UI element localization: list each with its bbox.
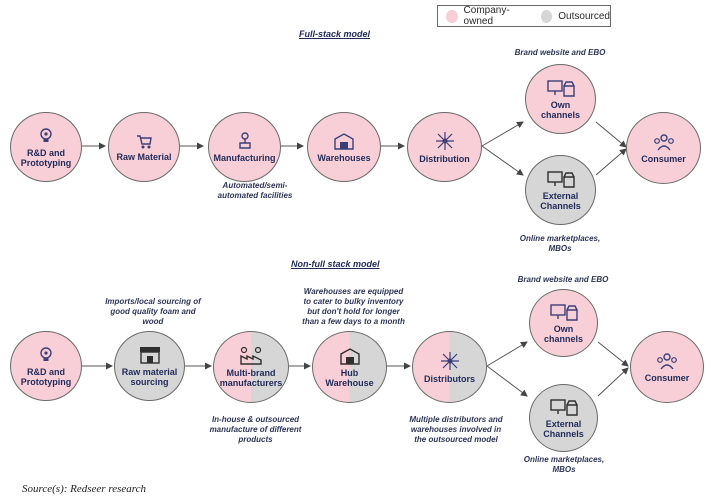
arrow-nfs-8 <box>597 367 629 397</box>
node-fs-own-channels-label: Own channels <box>540 99 580 120</box>
warehouse-icon <box>334 133 354 150</box>
consumer-group-icon <box>657 353 677 370</box>
node-nfs-manufacturers: Multi-brand manufacturers <box>213 331 289 403</box>
store-icon <box>546 170 575 188</box>
node-fs-consumer: Consumer <box>626 112 701 184</box>
node-nfs-rnd: R&D and Prototyping <box>10 331 82 401</box>
node-nfs-raw-material: Raw material sourcing <box>114 331 185 401</box>
note-own-channels-nfs: Brand website and EBO <box>517 275 609 284</box>
arrow-nfs-5 <box>486 341 528 367</box>
node-nfs-external-channels: External Channels <box>529 384 598 452</box>
note-raw-material: Imports/local sourcing of good quality f… <box>105 297 201 326</box>
note-external-channels-nfs: Online marketplaces, MBOs <box>523 455 605 474</box>
node-fs-warehouses: Warehouses <box>307 112 381 182</box>
consumer-group-icon <box>653 134 674 151</box>
lightbulb-gear-icon <box>40 127 52 142</box>
note-manufacturing: Automated/semi- automated facilities <box>217 181 293 200</box>
node-nfs-own-channels-label: Own channels <box>543 323 583 344</box>
non-full-stack-title: Non-full stack model <box>291 259 380 269</box>
node-fs-own-channels: Own channels <box>525 64 596 134</box>
node-fs-raw-material: Raw Material <box>108 112 180 182</box>
arrow-fs-5 <box>481 121 524 147</box>
note-distributors: Multiple distributors and warehouses inv… <box>409 415 503 444</box>
web-store-icon <box>546 79 575 97</box>
materials-cart-icon <box>137 135 152 149</box>
outsourced-swatch <box>540 9 553 23</box>
store-icon <box>549 398 578 416</box>
factory-people-icon <box>240 346 262 365</box>
note-external-channels-fs: Online marketplaces, MBOs <box>519 234 601 253</box>
node-fs-rnd-label: R&D and Prototyping <box>20 147 72 168</box>
legend-company-owned: Company-owned <box>463 5 510 27</box>
web-store-icon <box>549 303 578 321</box>
lightbulb-gear-icon <box>40 346 52 361</box>
node-fs-distribution: Distribution <box>407 112 482 182</box>
node-nfs-consumer: Consumer <box>630 331 704 403</box>
node-fs-external-channels: External Channels <box>525 155 596 225</box>
node-fs-distribution-label: Distribution <box>419 153 470 164</box>
legend: Company-owned Outsourced <box>437 5 611 27</box>
node-nfs-consumer-label: Consumer <box>644 372 690 383</box>
node-nfs-hub-label: Hub Warehouse <box>325 367 374 388</box>
hub-warehouse-icon <box>339 347 360 365</box>
robot-arm-icon <box>238 132 251 149</box>
storefront-icon <box>139 346 160 364</box>
node-fs-external-channels-label: External Channels <box>540 190 581 211</box>
node-nfs-raw-material-label: Raw material sourcing <box>121 366 178 387</box>
source-note: Source(s): Redseer research <box>22 483 147 495</box>
network-hub-icon <box>440 351 459 370</box>
node-fs-manufacturing: Manufacturing <box>208 112 281 182</box>
arrow-fs-8 <box>595 148 627 176</box>
node-fs-consumer-label: Consumer <box>641 153 686 164</box>
node-nfs-distributors-label: Distributors <box>423 373 475 384</box>
note-own-channels-fs: Brand website and EBO <box>514 48 606 57</box>
arrow-fs-7 <box>595 121 627 148</box>
note-hub: Warehouses are equipped to cater to bulk… <box>302 287 405 326</box>
node-nfs-rnd-label: R&D and Prototyping <box>20 366 72 387</box>
node-nfs-own-channels: Own channels <box>529 289 598 357</box>
node-nfs-hub: Hub Warehouse <box>312 331 387 403</box>
full-stack-title: Full-stack model <box>299 29 371 39</box>
node-nfs-distributors: Distributors <box>412 331 487 403</box>
arrow-nfs-7 <box>597 341 629 367</box>
node-fs-raw-material-label: Raw Material <box>116 151 172 162</box>
node-fs-manufacturing-label: Manufacturing <box>213 152 276 163</box>
network-hub-icon <box>435 131 454 150</box>
arrow-fs-6 <box>481 145 524 176</box>
node-nfs-external-channels-label: External Channels <box>543 418 584 439</box>
company-owned-swatch <box>446 9 458 23</box>
node-fs-warehouses-label: Warehouses <box>317 152 371 163</box>
node-nfs-manufacturers-label: Multi-brand manufacturers <box>219 367 283 388</box>
arrow-nfs-6 <box>486 365 528 397</box>
node-fs-rnd: R&D and Prototyping <box>10 112 82 182</box>
note-manufacturers: In-house & outsourced manufacture of dif… <box>209 415 302 444</box>
legend-outsourced: Outsourced <box>558 10 610 22</box>
